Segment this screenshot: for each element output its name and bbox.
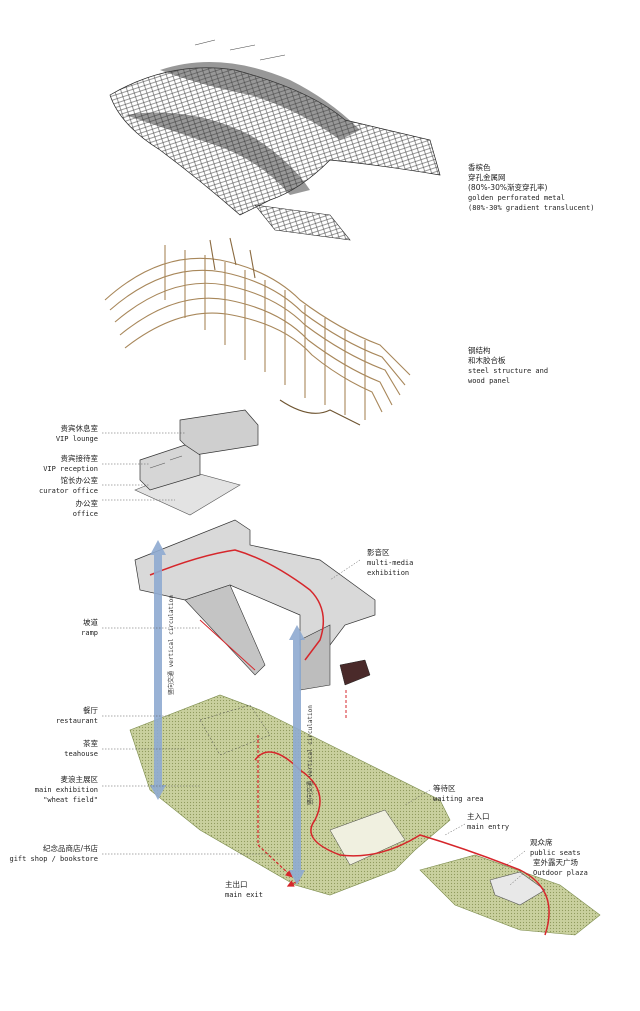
vertical-left-zh: 竖向交通 (168, 670, 175, 695)
main-exit-en: main exit (225, 891, 263, 899)
multimedia-label: 影音区 multi-media exhibition (367, 548, 413, 578)
curator-office-label: 馆长办公室 curator office (39, 476, 98, 496)
ramp-zh: 坡道 (83, 618, 98, 627)
vertical-circulation-arrows (150, 540, 305, 885)
restaurant-zh: 餐厅 (83, 706, 98, 715)
teahouse-zh: 茶室 (83, 739, 98, 748)
structure-en-2: wood panel (468, 377, 511, 385)
curator-office-en: curator office (38, 487, 98, 495)
vip-reception-label: 贵宾接待室 VIP reception (43, 454, 98, 474)
restaurant-label: 餐厅 restaurant (56, 706, 98, 726)
metal-skin-label: 香槟色 穿孔金属网 (80%-30%渐变穿孔率) golden perforat… (468, 163, 594, 213)
main-exhibition-label: 麦浪主展区 main exhibition "wheat field" (35, 775, 98, 805)
vip-lounge-zh: 贵宾休息室 (60, 424, 99, 433)
office-zh: 办公室 (75, 499, 99, 508)
metal-skin-en-2: (80%-30% gradient translucent) (468, 204, 595, 212)
outdoor-plaza-en: Outdoor plaza (533, 869, 588, 877)
vip-reception-zh: 贵宾接待室 (60, 454, 99, 463)
vertical-circulation-left-label: 竖向交通 vertical circulation (166, 595, 175, 695)
office-label: 办公室 office (73, 499, 98, 519)
teahouse-en: teahouse (64, 750, 98, 758)
gift-shop-en: gift shop / bookstore (9, 855, 98, 863)
teahouse-label: 茶室 teahouse (64, 739, 98, 759)
outdoor-plaza-label: 室外露天广场 Outdoor plaza (533, 858, 588, 878)
main-entry-label: 主入口 main entry (467, 812, 509, 832)
gift-shop-label: 纪念品商店/书店 gift shop / bookstore (9, 844, 98, 864)
vip-lounge-label: 贵宾休息室 VIP lounge (56, 424, 98, 444)
structure-en-1: steel structure and (468, 367, 549, 375)
vertical-left-en: vertical circulation (168, 595, 175, 668)
perforated-metal-layer (109, 39, 441, 241)
outdoor-plaza-zh: 室外露天广场 (533, 858, 578, 867)
ground-floor-plan (129, 690, 601, 936)
structure-zh-1: 钢结构 (468, 346, 491, 355)
curator-office-zh: 馆长办公室 (60, 476, 99, 485)
gift-shop-zh: 纪念品商店/书店 (42, 844, 98, 853)
office-vip-block (134, 409, 259, 516)
leader-lines (102, 432, 526, 886)
steel-wood-structure-layer (104, 237, 411, 426)
vertical-right-en: vertical circulation (307, 705, 314, 778)
public-seats-zh: 观众席 (530, 838, 553, 847)
vip-lounge-en: VIP lounge (55, 435, 98, 443)
restaurant-en: restaurant (55, 717, 98, 725)
waiting-area-label: 等待区 waiting area (433, 784, 484, 804)
public-seats-label: 观众席 public seats (530, 838, 581, 858)
ramp-label: 坡道 ramp (81, 618, 98, 638)
multimedia-en-1: multi-media (367, 559, 414, 567)
metal-skin-en-1: golden perforated metal (468, 194, 565, 202)
main-exhibition-zh: 麦浪主展区 (60, 775, 99, 784)
main-exit-zh: 主出口 (225, 880, 248, 889)
main-exhibition-en-2: "wheat field" (43, 796, 98, 804)
public-seats-en: public seats (530, 849, 581, 857)
office-en: office (72, 510, 98, 518)
upper-exhibition-volume (134, 519, 376, 691)
metal-skin-zh-1: 香槟色 (468, 163, 491, 172)
vertical-right-zh: 竖向交通 (307, 780, 314, 805)
vertical-circulation-right-label: 竖向交通 vertical circulation (305, 705, 314, 805)
main-entry-en: main entry (467, 823, 510, 831)
ramp-en: ramp (81, 629, 98, 637)
metal-skin-zh-3: (80%-30%渐变穿孔率) (468, 183, 548, 192)
structure-label: 钢结构 和木胶合板 steel structure and wood panel (468, 346, 548, 386)
vip-reception-en: VIP reception (43, 465, 98, 473)
metal-skin-zh-2: 穿孔金属网 (468, 173, 506, 182)
structure-zh-2: 和木胶合板 (468, 356, 506, 365)
multimedia-en-2: exhibition (367, 569, 410, 577)
multimedia-zh: 影音区 (367, 548, 390, 557)
main-exhibition-en-1: main exhibition (34, 786, 98, 794)
waiting-area-en: waiting area (433, 795, 484, 803)
main-entry-zh: 主入口 (467, 812, 490, 821)
waiting-area-zh: 等待区 (433, 784, 456, 793)
main-exit-label: 主出口 main exit (225, 880, 263, 900)
